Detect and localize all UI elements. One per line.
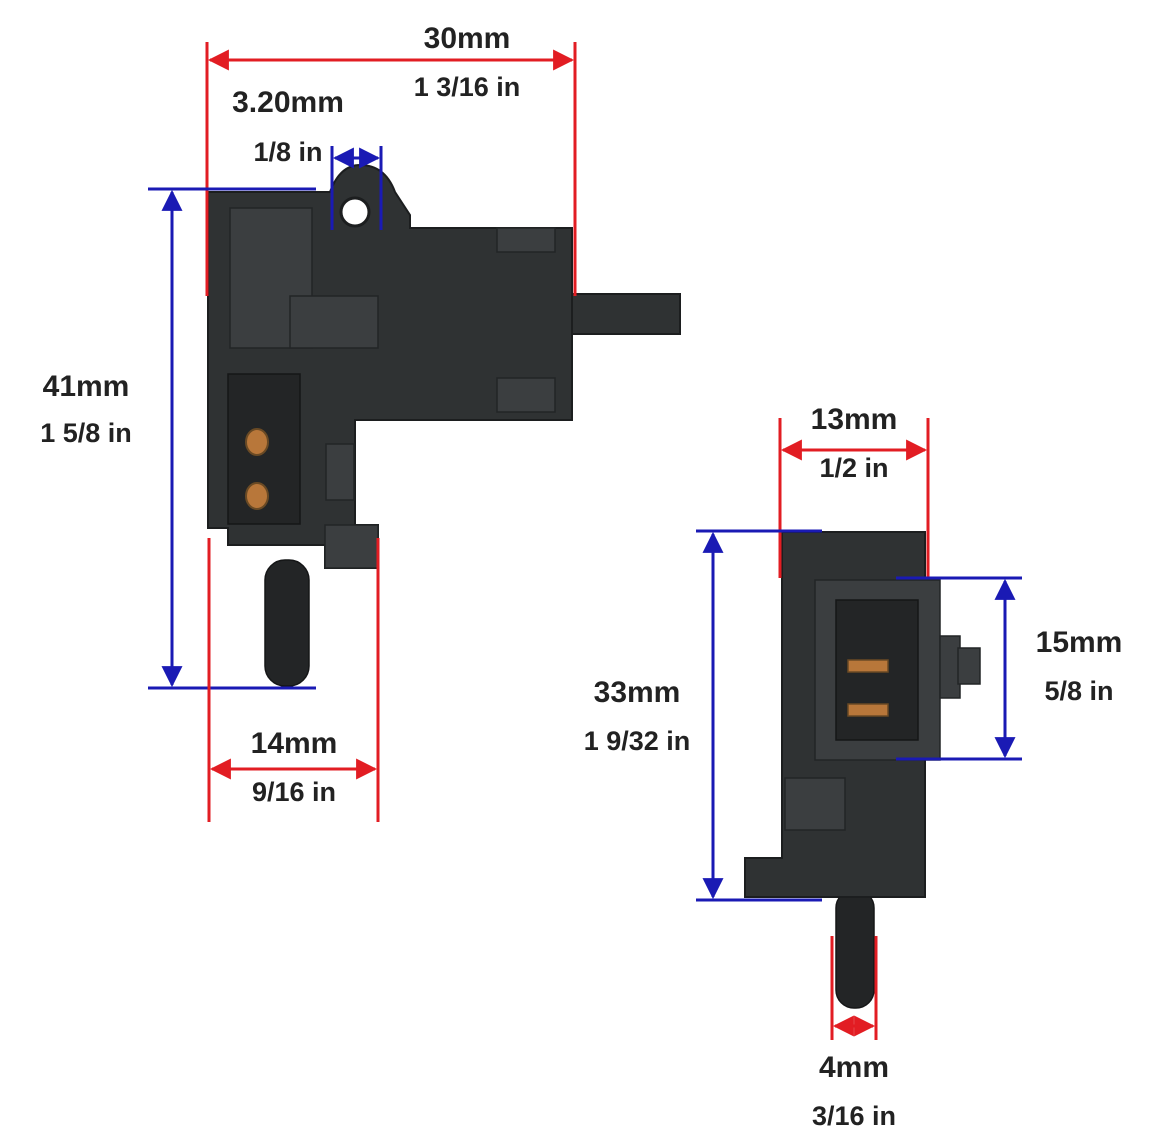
dim-connector-height: 15mm 5/8 in: [896, 576, 1123, 761]
height-inch: 1 5/8 in: [40, 418, 132, 448]
side-height-mm: 33mm: [594, 676, 681, 709]
plunger-mm: 4mm: [819, 1051, 889, 1084]
hole-mm: 3.20mm: [232, 86, 344, 119]
base-width-inch: 9/16 in: [252, 777, 336, 807]
dim-side-height: 33mm 1 9/32 in: [584, 529, 822, 902]
connector-height-inch: 5/8 in: [1044, 676, 1113, 706]
dim-top-width: 13mm 1/2 in: [778, 403, 930, 578]
overall-width-inch: 1 3/16 in: [414, 72, 521, 102]
dim-plunger: 4mm 3/16 in: [812, 936, 896, 1131]
overall-width-mm: 30mm: [424, 22, 511, 55]
plunger-inch: 3/16 in: [812, 1101, 896, 1131]
top-width-inch: 1/2 in: [819, 453, 888, 483]
base-width-mm: 14mm: [251, 727, 338, 760]
dim-hole: 3.20mm 1/8 in: [232, 86, 383, 230]
side-height-inch: 1 9/32 in: [584, 726, 691, 756]
dim-overall-width: 30mm 1 3/16 in: [205, 22, 577, 296]
clutch-switch-front-view-icon: [207, 163, 681, 687]
height-mm: 41mm: [43, 370, 130, 403]
connector-height-mm: 15mm: [1036, 626, 1123, 659]
dim-height: 41mm 1 5/8 in: [40, 187, 316, 690]
clutch-switch-side-view-icon: [744, 531, 981, 1009]
hole-inch: 1/8 in: [253, 137, 322, 167]
top-width-mm: 13mm: [811, 403, 898, 436]
dim-base-width: 14mm 9/16 in: [207, 538, 380, 822]
